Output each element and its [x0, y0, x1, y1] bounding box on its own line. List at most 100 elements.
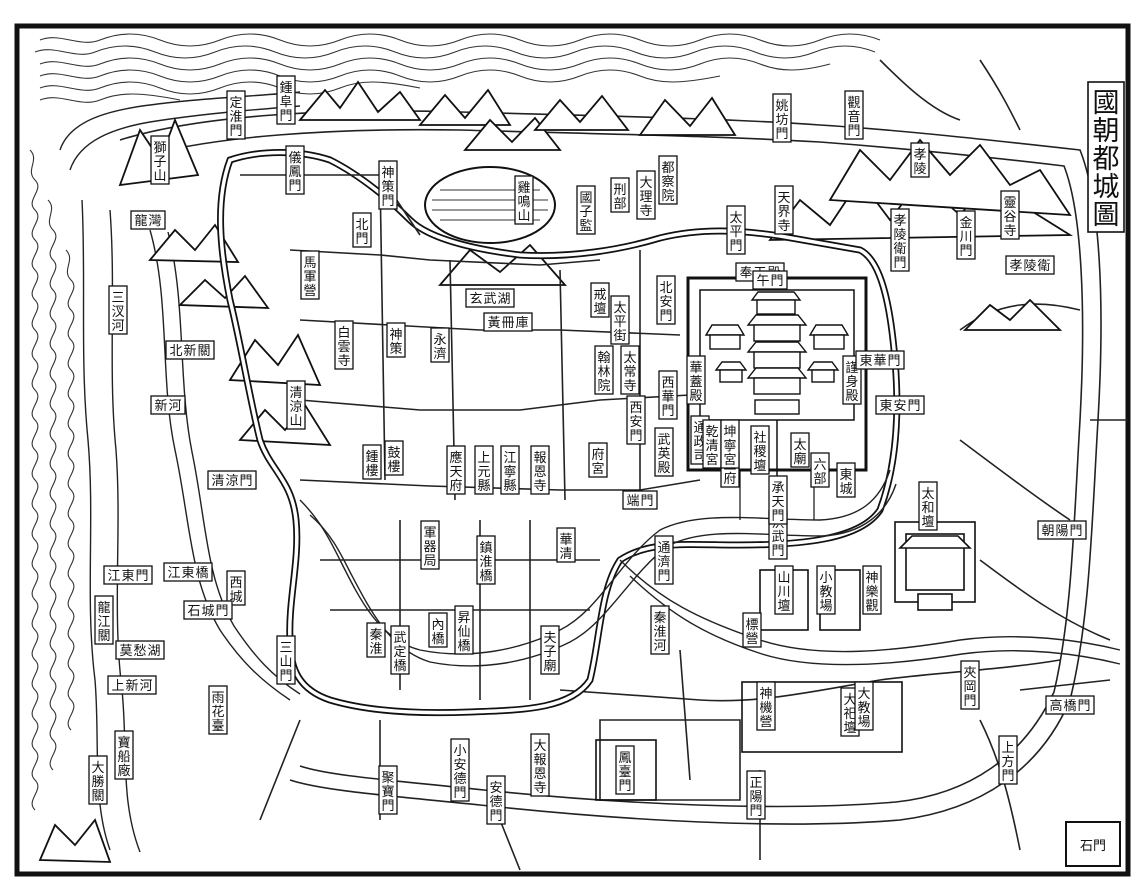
label-text: 寶船廠 — [117, 735, 130, 779]
label-text: 白雲寺 — [337, 325, 350, 369]
label-left-quarter: 西城 — [226, 570, 246, 606]
label-taihe: 太和壇 — [918, 481, 938, 531]
label-text: 鳳臺門 — [618, 751, 631, 794]
label-text: 孝陵 — [913, 148, 926, 177]
label-place-fuzimiao: 夫子廟 — [540, 625, 560, 675]
label-place-neiqiao: 內橋 — [428, 612, 448, 648]
label-text: 小教場 — [819, 571, 832, 614]
label-place-jimingshan: 雞鳴山 — [514, 175, 534, 225]
label-place-kunning: 坤寧宮 — [720, 419, 740, 469]
label-place-shanghe: 上方門 — [998, 735, 1018, 785]
label-pagoda: 大報恩寺 — [530, 733, 550, 797]
label-place-zhenhuai: 鎮淮橋 — [476, 535, 496, 585]
label-place-xuanwu: 玄武湖 — [465, 288, 515, 308]
label-text: 大祀壇 — [843, 693, 856, 736]
label-place-xiaoan: 小安德門 — [450, 738, 470, 802]
label-text: 乾清宮 — [705, 425, 718, 468]
label-text: 坤寧宮 — [723, 425, 736, 468]
label-place-jiangdong: 江東門 — [103, 565, 153, 585]
label-text: 都察院 — [661, 161, 674, 204]
label-text: 刑部 — [613, 183, 626, 212]
label-place-qinhuai-river: 秦淮河 — [650, 605, 670, 655]
label-text: 雨花臺 — [211, 691, 224, 734]
label-place-zhonglou: 鍾樓 — [362, 444, 382, 480]
map-title: 國朝都城圖 — [1087, 81, 1125, 233]
map-labels: 奉天殿西城東城太和壇神樂觀大祀壇龍江關北門大報恩寺朝陽門正陽門西安門東安門太平門… — [88, 75, 1095, 825]
label-place-guozijian: 國子監 — [576, 185, 596, 235]
label-place-xiaolingwei-gate: 孝陵衛門 — [890, 208, 910, 272]
label-text: 山川壇 — [777, 571, 790, 614]
label-gate-xian: 西安門 — [626, 395, 646, 445]
label-place-taichang: 太常寺 — [620, 345, 640, 395]
label-text: 龍灣 — [134, 213, 161, 229]
label-text: 神機營 — [759, 687, 772, 730]
label-gate-sanshan: 三山門 — [276, 635, 296, 685]
label-text: 朝陽門 — [1041, 524, 1082, 539]
label-text: 華清 — [559, 533, 572, 562]
label-text: 太平街 — [613, 301, 626, 344]
label-text: 鼓樓 — [387, 446, 400, 475]
label-text: 西安門 — [629, 401, 642, 444]
label-place-baiyun: 白雲寺 — [334, 320, 354, 370]
label-gate-qingliang: 清涼門 — [207, 470, 257, 490]
label-text: 孝陵衛 — [1009, 259, 1050, 274]
label-text: 金川門 — [959, 215, 972, 259]
label-text: 獅子山 — [153, 141, 166, 184]
label-text: 北新關 — [169, 343, 210, 359]
label-gate-chaoyang: 朝陽門 — [1037, 520, 1087, 540]
label-text: 清涼山 — [289, 386, 302, 429]
label-text: 府宮 — [591, 448, 604, 477]
label-text: 軍器局 — [423, 526, 436, 569]
label-text: 聚寶門 — [381, 771, 394, 814]
label-gate-zhongfu: 鍾阜門 — [276, 75, 296, 125]
label-text: 安德門 — [489, 781, 502, 824]
label-text: 神樂觀 — [865, 571, 878, 614]
label-text: 太平門 — [729, 211, 742, 254]
left-waves — [29, 149, 75, 811]
label-place-anmen: 安德門 — [486, 775, 506, 825]
label-text: 石城門 — [187, 604, 228, 619]
label-text: 華蓋殿 — [689, 361, 702, 404]
label-place-sheji: 社稷壇 — [750, 425, 770, 475]
label-place-chengtian: 承天門 — [768, 475, 788, 525]
label-place-huagai: 華蓋殿 — [686, 355, 706, 405]
label-text: 承天門 — [771, 481, 784, 524]
label-place-fengtai: 鳳臺門 — [615, 745, 635, 795]
label-place-yongji: 永濟 — [430, 327, 450, 363]
label-place-huangce: 黃冊庫 — [483, 312, 533, 332]
label-place-wu: 午門 — [752, 270, 788, 290]
label-text: 通濟門 — [657, 541, 670, 584]
label-text: 大教場 — [857, 687, 870, 730]
label-place-jiajiang: 夾岡門 — [960, 660, 980, 710]
label-place-taiping-men-road: 太平街 — [610, 295, 630, 345]
label-place-dashengguan: 大勝關 — [88, 755, 108, 805]
label-place-dalisi: 大理寺 — [636, 170, 656, 220]
label-text: 鍾阜門 — [279, 81, 292, 124]
label-gate-shicheng: 石城門 — [183, 600, 233, 620]
label-place-duchayuan: 都察院 — [658, 155, 678, 205]
label-place-yuhuatai: 雨花臺 — [208, 685, 228, 735]
label-text: 大理寺 — [639, 176, 652, 219]
label-text: 太常寺 — [623, 351, 636, 394]
label-place-qingliangshan: 清涼山 — [286, 380, 306, 430]
label-place-yaofang: 姚坊門 — [772, 93, 792, 143]
label-place-duan: 端門 — [622, 490, 658, 510]
label-text: 武英殿 — [657, 433, 670, 476]
label-text: 上元縣 — [477, 451, 490, 494]
label-text: 清涼門 — [211, 474, 252, 489]
label-place-sanchahe: 三汊河 — [108, 285, 128, 335]
label-text: 午門 — [756, 274, 783, 289]
label-text: 神策 — [389, 328, 402, 357]
label-place-shanchuan: 山川壇 — [774, 565, 794, 615]
label-text: 永濟 — [433, 333, 446, 362]
label-text: 六部 — [813, 458, 826, 487]
label-text: 東華門 — [859, 353, 900, 369]
label-text: 東城 — [839, 467, 852, 497]
inner-moat — [299, 469, 1121, 667]
label-text: 神策門 — [381, 166, 394, 209]
label-text: 黃冊庫 — [487, 316, 528, 331]
label-text: 正陽門 — [749, 776, 762, 819]
label-place-donghua: 東華門 — [855, 350, 905, 370]
label-place-jiefang: 戒壇 — [590, 282, 610, 318]
label-text: 三山門 — [279, 641, 292, 684]
